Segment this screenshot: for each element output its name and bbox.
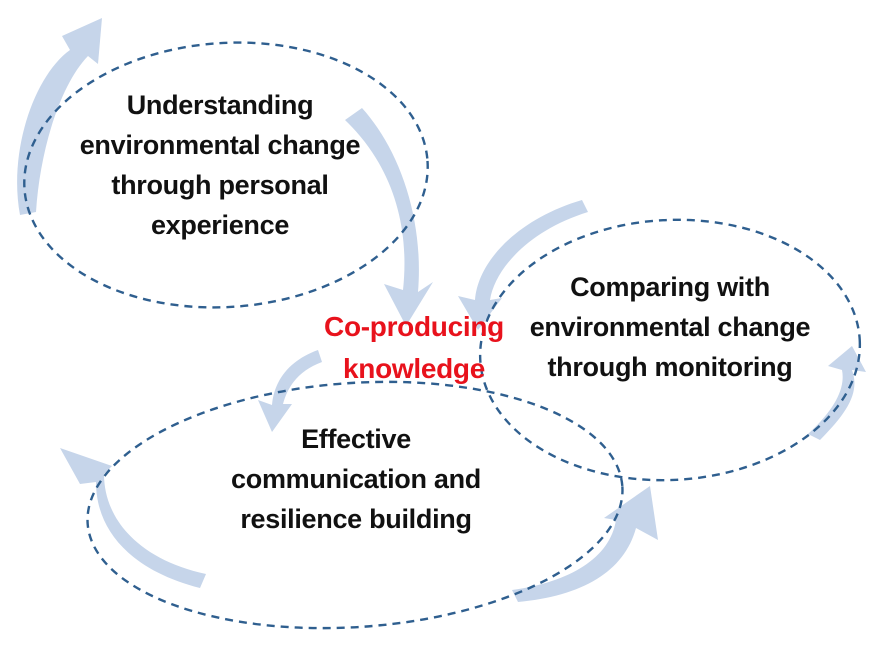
- arrow-bottom-right-icon: [512, 486, 658, 602]
- arrow-center-down-icon: [258, 350, 322, 432]
- node-effective-line-3: resilience building: [240, 503, 472, 534]
- node-effective-line-1: Effective: [301, 424, 411, 454]
- cycle-effective: [86, 380, 624, 630]
- node-understanding-line-1: Understanding: [126, 90, 314, 120]
- node-comparing-line-2: environmental change: [529, 311, 811, 342]
- arrow-bottom-left-icon: [60, 448, 206, 588]
- center-line-1: Co-producing: [324, 311, 504, 342]
- cycle-comparing: [478, 218, 862, 482]
- arrow-right-up-icon: [808, 346, 866, 440]
- cycle-arrows: [17, 18, 866, 602]
- cycle-understanding: [23, 41, 429, 309]
- node-understanding-line-3: through personal: [111, 169, 329, 200]
- arrow-top-left-down-icon: [345, 108, 433, 326]
- arrow-top-left-up-icon: [17, 18, 102, 215]
- center-line-2: knowledge: [343, 353, 485, 384]
- node-understanding-line-4: experience: [150, 209, 290, 240]
- center-label: Co-producing knowledge: [316, 306, 512, 390]
- dashed-cycles: [23, 41, 862, 630]
- node-effective-label: Effective communication and resilience b…: [196, 420, 516, 540]
- node-comparing-label: Comparing with environmental change thro…: [500, 268, 840, 388]
- node-comparing-line-1: Comparing with: [570, 272, 770, 302]
- node-effective-line-2: communication and: [231, 463, 481, 494]
- node-understanding-label: Understanding environmental change throu…: [40, 86, 400, 246]
- arrow-right-inward-icon: [458, 200, 588, 330]
- node-comparing-line-3: through monitoring: [547, 351, 793, 382]
- node-understanding-line-2: environmental change: [79, 129, 361, 160]
